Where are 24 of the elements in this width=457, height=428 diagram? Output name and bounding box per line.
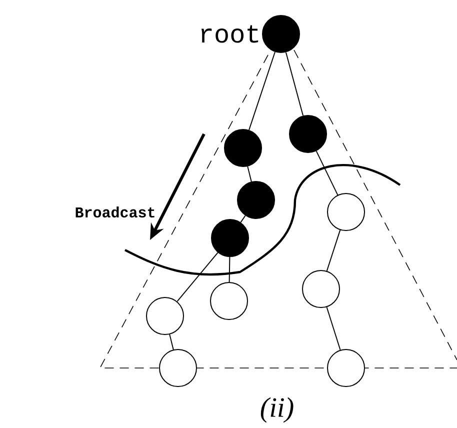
tree-node	[262, 15, 300, 53]
tree-edge	[228, 256, 230, 282]
tree-edge	[316, 150, 338, 196]
tree-edge	[248, 52, 276, 130]
tree-node	[224, 129, 262, 167]
tree-node	[327, 349, 365, 387]
tree-node	[302, 270, 340, 308]
tree-node	[159, 349, 197, 387]
tree-node	[146, 297, 184, 335]
tree-node	[211, 219, 249, 257]
tree-edge	[285, 52, 304, 116]
caption: (ii)	[260, 397, 294, 423]
tree-edge	[240, 215, 246, 223]
tree-edge	[326, 306, 341, 350]
arrow-label: Broadcast	[76, 206, 154, 218]
tree-node	[237, 181, 275, 219]
node-label: root	[201, 25, 258, 43]
tree-node	[289, 115, 327, 153]
tree-edge	[176, 252, 218, 302]
tree-node	[327, 193, 365, 231]
tree-node	[210, 282, 248, 320]
tree-edge	[326, 230, 341, 272]
tree-edge	[247, 166, 252, 182]
tree-edge	[169, 334, 174, 350]
